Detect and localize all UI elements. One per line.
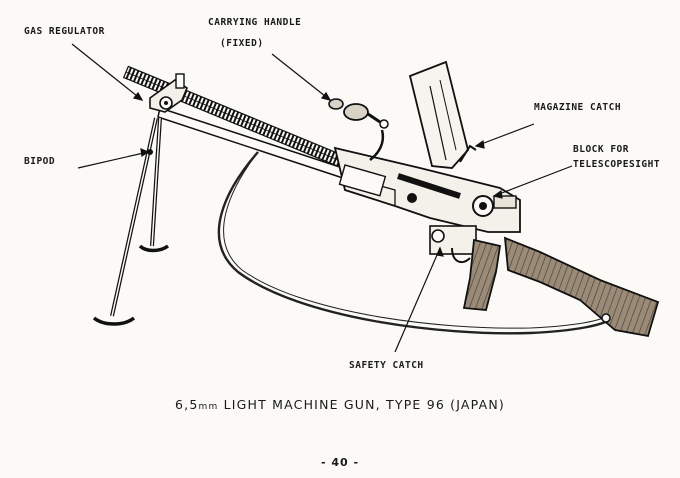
label-telescope-sight: TELESCOPESIGHT <box>573 159 660 171</box>
caption-text: LIGHT MACHINE GUN, TYPE 96 (JAPAN) <box>218 397 505 412</box>
caption-prefix: 6,5 <box>175 397 198 412</box>
page-number: - 40 - <box>0 456 680 469</box>
label-bipod: BIPOD <box>24 156 55 168</box>
label-block-for: BLOCK FOR <box>573 144 629 156</box>
label-carrying-handle: CARRYING HANDLE <box>208 17 301 29</box>
bipod-legs <box>94 118 168 324</box>
label-magazine-catch: MAGAZINE CATCH <box>534 102 621 114</box>
label-safety-catch: SAFETY CATCH <box>349 360 424 372</box>
figure-caption: 6,5mm LIGHT MACHINE GUN, TYPE 96 (JAPAN) <box>0 397 680 412</box>
label-carrying-handle-fixed: (FIXED) <box>220 38 264 50</box>
label-gas-regulator: GAS REGULATOR <box>24 26 105 38</box>
butt-stock <box>505 238 658 336</box>
magazine-part <box>410 62 468 168</box>
caption-unit: mm <box>198 402 218 412</box>
